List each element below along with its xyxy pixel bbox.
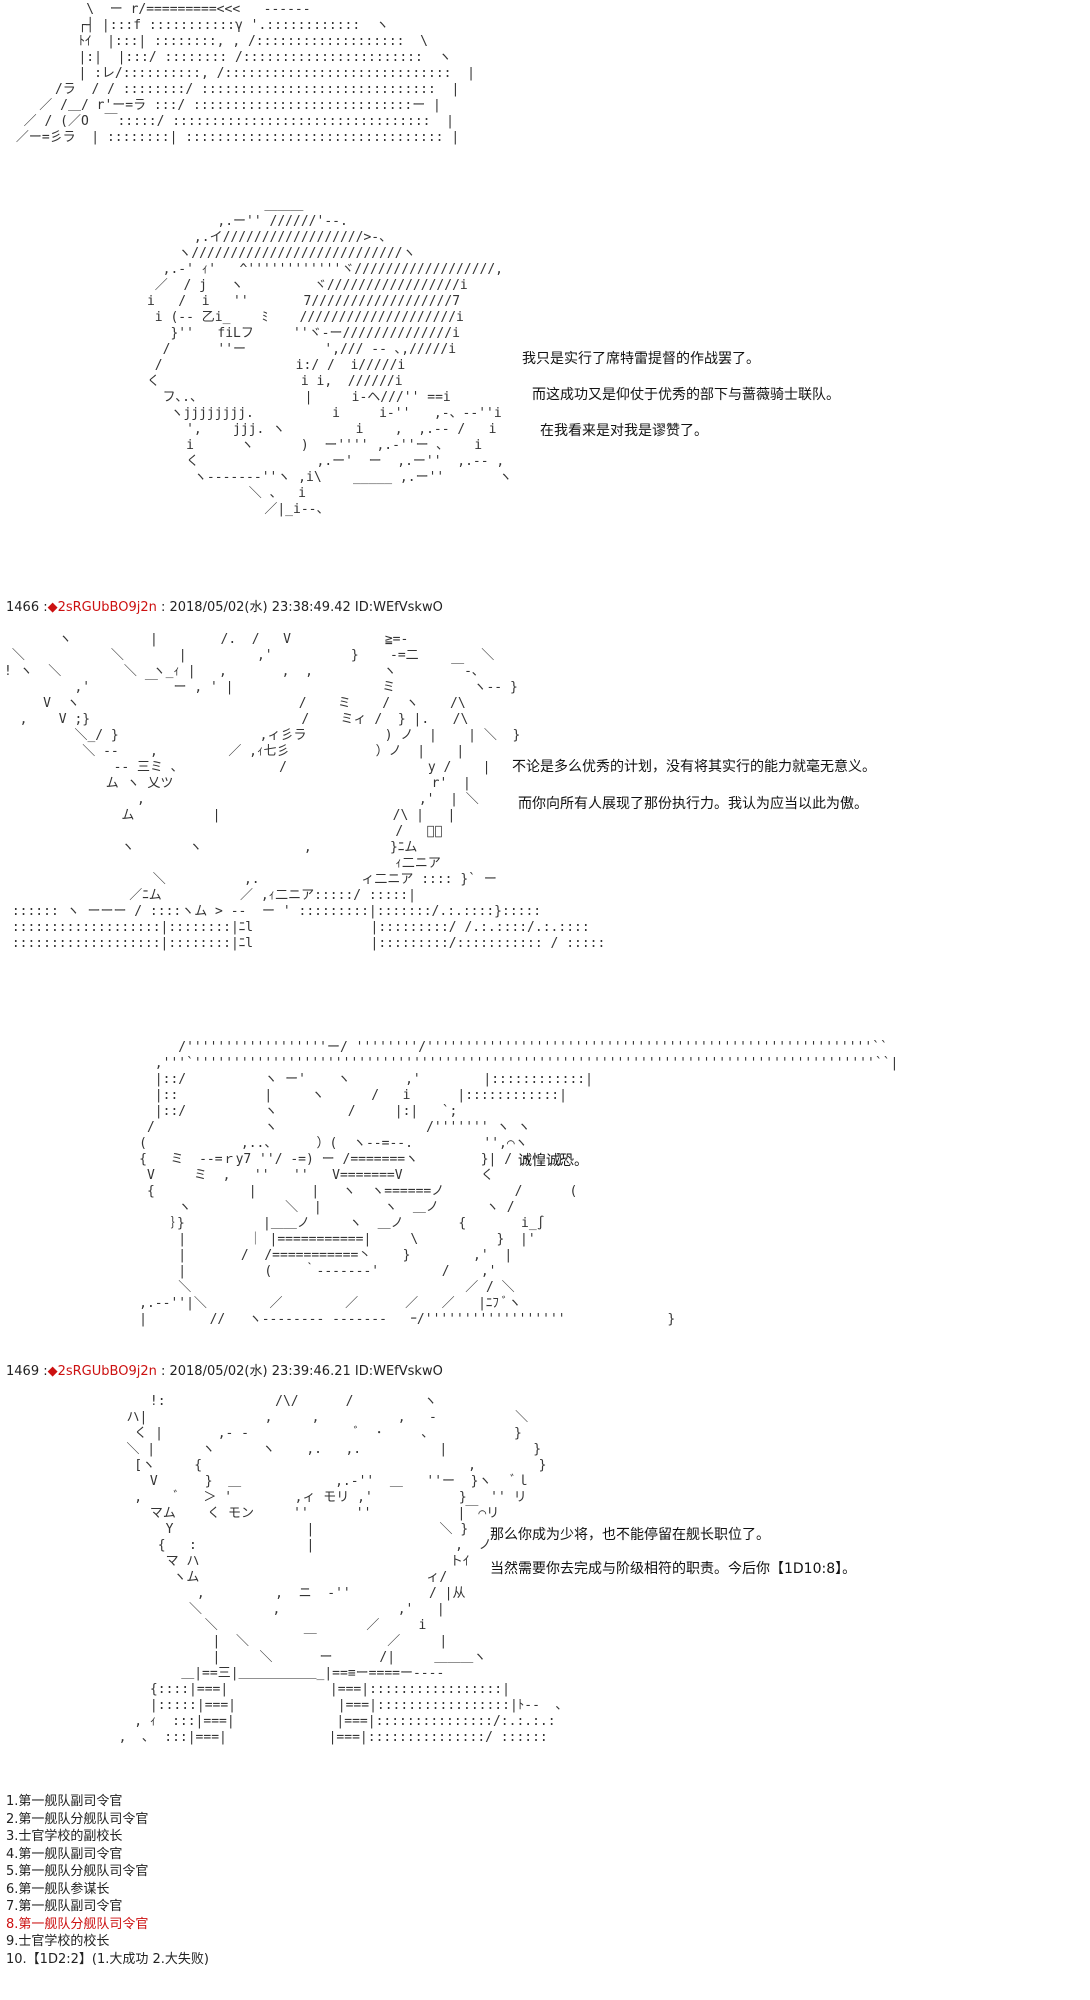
choice-item: 5.第一舰队分舰队司令官	[6, 1864, 149, 1879]
trip-diamond-icon: ◆	[47, 1364, 58, 1379]
ascii-art-figure-windblown: ヽ | /. / V ≧=- ＼ ＼ | ,' } -=二 ＼ ! ヽ ＼ ＼ …	[4, 632, 606, 951]
dialog-line: 那么你成为少将，也不能停留在舰长职位了。	[490, 1527, 770, 1543]
choice-item: 1.第一舰队副司令官	[6, 1794, 123, 1809]
dialog-line: 不论是多么优秀的计划，没有将其实行的能力就毫无意义。	[512, 759, 876, 775]
ascii-art-figure-capped: /''''''''''''''''''ー/ ''''''''/'''''''''…	[139, 1040, 899, 1327]
choice-item: 6.第一舰队参谋长	[6, 1881, 110, 1897]
post-meta: : 2018/05/02(水) 23:38:49.42 ID:WEfVskwO	[156, 600, 443, 615]
dialog-line: 而这成功又是仰仗于优秀的部下与蔷薇骑士联队。	[532, 387, 840, 403]
dialog-line: 在我看来是对我是谬赞了。	[540, 423, 708, 439]
post-header: 1466 :◆2sRGUbBO9j2n : 2018/05/02(水) 23:3…	[6, 600, 443, 616]
post-number: 1466 :	[6, 600, 48, 615]
post-header: 1469 :◆2sRGUbBO9j2n : 2018/05/02(水) 23:3…	[6, 1364, 443, 1380]
dialog-line: 诚惶诚恐。	[518, 1153, 588, 1169]
ascii-art-figure-top: \ ー r/=========<<< ------ ┌┤ |:::f :::::…	[15, 2, 475, 145]
choice-item-selected: 8.第一舰队分舰队司令官	[6, 1916, 149, 1932]
choice-item: 4.第一舰队副司令官	[6, 1846, 123, 1862]
post-tripcode[interactable]: 2sRGUbBO9j2n	[57, 600, 157, 615]
ascii-art-figure-officer: !: /\/ / ヽ ハ| , , , - ＼ く | ,- - ﾞ ･ ､ }…	[118, 1394, 563, 1745]
dialog-line: 当然需要你去完成与阶级相符的职责。今后你【1D10:8】。	[490, 1561, 857, 1577]
dialog-line: 我只是实行了席特雷提督的作战罢了。	[522, 351, 760, 367]
choice-item: 7.第一舰队副司令官	[6, 1899, 123, 1914]
trip-diamond-icon: ◆	[47, 600, 58, 615]
choice-list: 1.第一舰队副司令官 2.第一舰队分舰队司令官 3.士官学校的副校长 4.第一舰…	[6, 1793, 209, 1968]
post-tripcode[interactable]: 2sRGUbBO9j2n	[57, 1364, 157, 1379]
ascii-art-figure-bearded: ＿＿＿ ,.ー'' //////'‐-. ,.イ////////////////…	[146, 198, 513, 517]
choice-item: 9.士官学校的校长	[6, 1934, 110, 1949]
post-meta: : 2018/05/02(水) 23:39:46.21 ID:WEfVskwO	[156, 1364, 443, 1379]
choice-item: 2.第一舰队分舰队司令官	[6, 1811, 149, 1827]
post-number: 1469 :	[6, 1364, 48, 1379]
choice-item: 3.士官学校的副校长	[6, 1829, 123, 1844]
dialog-line: 而你向所有人展现了那份执行力。我认为应当以此为傲。	[518, 796, 868, 812]
choice-item: 10.【1D2:2】(1.大成功 2.大失败)	[6, 1951, 209, 1967]
